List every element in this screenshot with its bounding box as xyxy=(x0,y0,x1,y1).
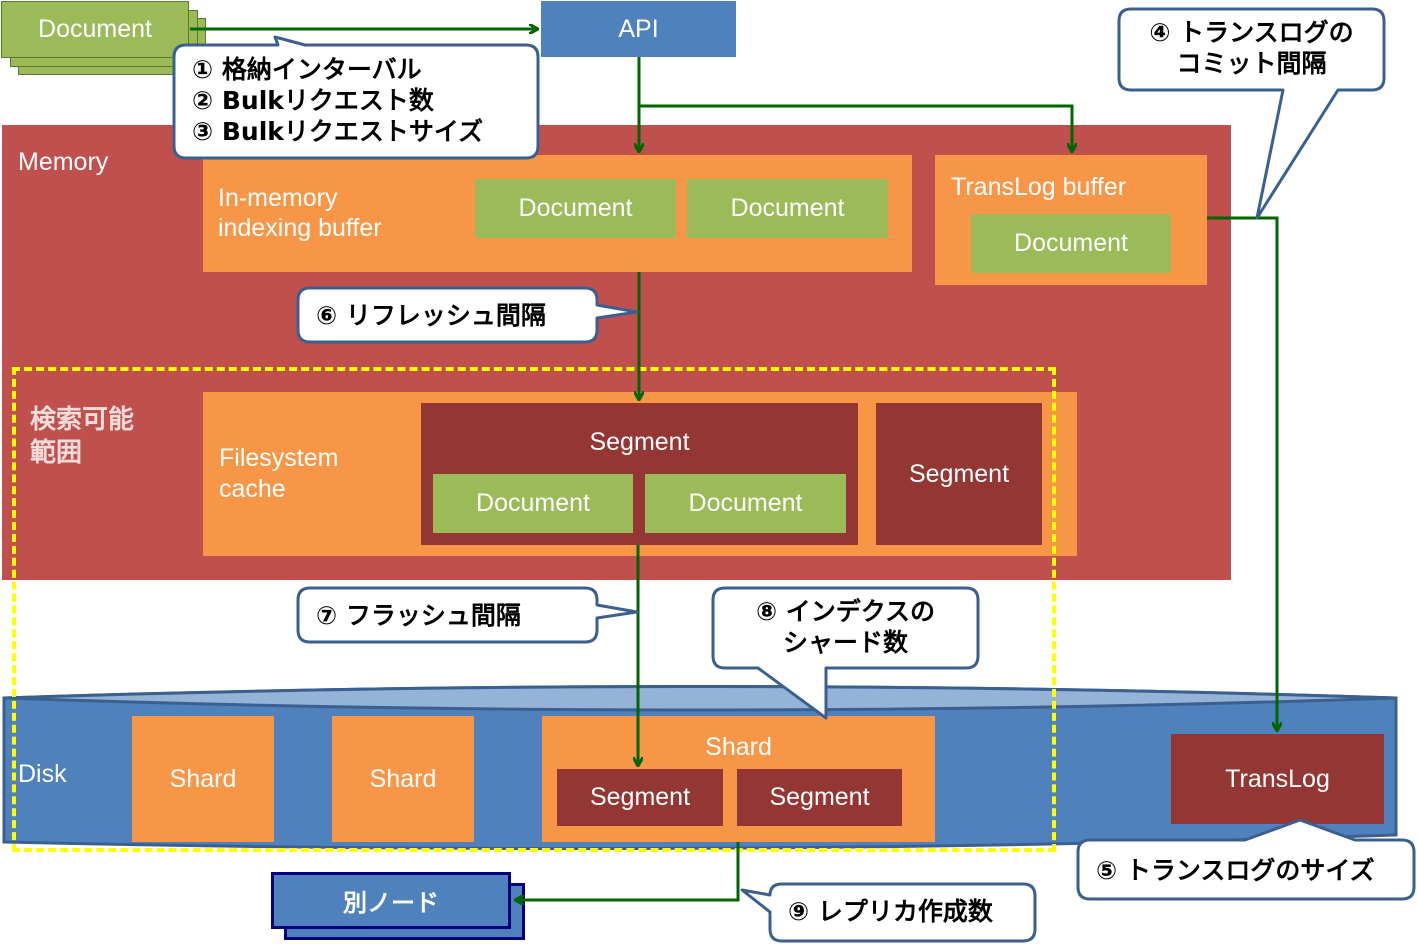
document-box: Document xyxy=(687,179,888,238)
translog-buffer-label: TransLog buffer xyxy=(951,173,1127,201)
disk-label: Disk xyxy=(18,760,67,788)
segment-box: Segment xyxy=(876,403,1042,545)
translog-box: TransLog xyxy=(1171,734,1384,824)
callout-bulk-request-count: ② Bulkリクエスト数 xyxy=(192,86,434,115)
replica-node: 別ノード xyxy=(271,872,511,929)
callout-flush-interval: ⑦ フラッシュ間隔 xyxy=(316,601,521,630)
document-box: Document xyxy=(645,474,846,533)
callout-storage-interval: ① 格納インターバル xyxy=(192,55,422,84)
document-box: Document xyxy=(971,214,1171,273)
callout-line: ④ トランスログの xyxy=(1149,18,1354,47)
api-box: API xyxy=(541,1,736,57)
document-box: Document xyxy=(475,179,676,238)
callout-line: シャード数 xyxy=(782,628,908,657)
callout-translog-size: ⑤ トランスログのサイズ xyxy=(1096,856,1375,885)
callout-line: コミット間隔 xyxy=(1176,49,1327,78)
segment-box: Segment xyxy=(557,769,723,826)
document-box: Document xyxy=(433,474,633,533)
callout-replica-count: ⑨ レプリカ作成数 xyxy=(788,897,993,926)
callout-shard-count: ⑧ インデクスの シャード数 xyxy=(713,596,978,658)
segment-box: Segment xyxy=(737,769,902,826)
shard-box: Shard xyxy=(332,716,474,842)
input-document: Document xyxy=(1,1,189,58)
callout-line: ⑧ インデクスの xyxy=(755,597,936,626)
filesystem-cache-label: Filesystem cache xyxy=(219,444,339,503)
main-shard-label: Shard xyxy=(705,732,772,761)
callout-translog-commit-interval: ④ トランスログの コミット間隔 xyxy=(1119,17,1384,79)
searchable-range-label: 検索可能 範囲 xyxy=(30,405,135,468)
indexing-buffer-label: In-memory indexing buffer xyxy=(218,184,382,242)
shard-box: Shard xyxy=(132,716,274,842)
callout-bulk-request-size: ③ Bulkリクエストサイズ xyxy=(192,117,484,146)
segment-label: Segment xyxy=(589,427,690,456)
callout-refresh-interval: ⑥ リフレッシュ間隔 xyxy=(316,301,546,330)
memory-label: Memory xyxy=(18,148,109,176)
